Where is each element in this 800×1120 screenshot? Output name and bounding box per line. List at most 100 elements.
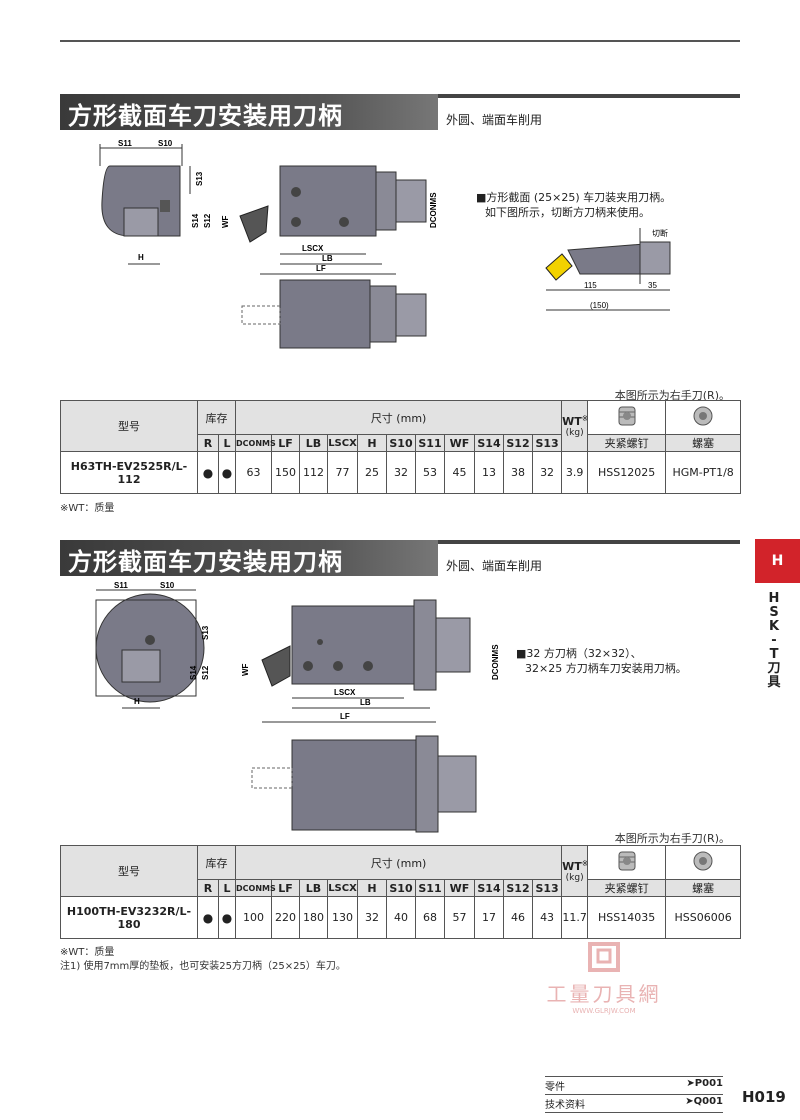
section1-spec-table: 型号 库存 尺寸 (mm) WT※(kg) R L DCONMS LF LB L… — [60, 400, 742, 494]
section2-caption: 本图所示为右手刀(R)。 — [614, 832, 730, 845]
section1-note-line: ■方形截面 (25×25) 车刀装夹用刀柄。 — [476, 191, 672, 204]
val-s14: 17 — [474, 896, 504, 939]
s13-label: S13 — [195, 171, 204, 186]
val-h: 25 — [357, 451, 387, 494]
val-wt: 11.7 — [561, 896, 589, 939]
plug-image — [665, 845, 742, 880]
val-s14: 13 — [474, 451, 504, 494]
cut-off-drawing: 切断 115 35 (150) — [545, 228, 671, 311]
chapter-tab[interactable]: H — [755, 539, 800, 583]
val-s11: 53 — [415, 451, 445, 494]
col-s13: S13 — [531, 434, 563, 452]
section1-note: ■方形截面 (25×25) 车刀装夹用刀柄。 如下图所示，切断方刀柄来使用。 — [476, 190, 671, 220]
section2-drawing: S11 S10 S13 S14 S12 H WF DCONMS LSCX LB … — [95, 581, 500, 833]
val-dconms: 100 — [235, 896, 272, 939]
section2-title-rule — [438, 540, 740, 544]
val-h: 32 — [357, 896, 387, 939]
wt-header: WT※(kg) — [561, 845, 589, 897]
footnote: ※WT：质量 — [60, 947, 115, 958]
val-wt: 3.9 — [561, 451, 589, 494]
col-s12: S12 — [503, 879, 533, 897]
col-s12: S12 — [503, 434, 533, 452]
val-lb: 112 — [299, 451, 328, 494]
col-lb: LB — [299, 879, 328, 897]
s14-label: S14 — [189, 665, 198, 680]
clamp-header: 夹紧螺钉 — [587, 879, 667, 897]
col-lb: LB — [299, 434, 328, 452]
s14-label: S14 — [191, 213, 200, 228]
section2-note-line: 32×25 方刀柄车刀安装用刀柄。 — [525, 662, 687, 675]
col-dconms: DCONMS — [235, 879, 276, 897]
val-s12: 46 — [503, 896, 533, 939]
section1-title: 方形截面车刀安装用刀柄 — [68, 102, 343, 130]
section2-footnotes: ※WT：质量 注1) 使用7mm厚的垫板，也可安装25方刀柄（25×25）车刀。 — [60, 946, 346, 974]
model-cell: H63TH-EV2525R/L-112 — [60, 451, 198, 494]
stock-l: ● — [218, 896, 236, 939]
section2-title: 方形截面车刀安装用刀柄 — [68, 548, 343, 576]
dim-header: 尺寸 (mm) — [234, 400, 563, 435]
stock-r: ● — [197, 896, 219, 939]
val-s10: 32 — [386, 451, 416, 494]
val-wf: 57 — [444, 896, 475, 939]
col-s14: S14 — [474, 434, 504, 452]
col-h: H — [357, 434, 387, 452]
section1-title-rule — [438, 94, 740, 98]
table-row: H63TH-EV2525R/L-112 ● ● 63 150 112 77 25… — [60, 451, 742, 494]
col-s11: S11 — [415, 434, 445, 452]
clamp-header: 夹紧螺钉 — [587, 434, 667, 452]
reference-list: 零件➤P001 技术资料➤Q001 — [545, 1076, 723, 1113]
col-l: L — [218, 434, 236, 452]
s12-label: S12 — [201, 665, 210, 680]
s10-label: S10 — [158, 139, 173, 148]
watermark-logo-icon — [588, 942, 620, 972]
dim-150: (150) — [590, 301, 609, 310]
dim-115: 115 — [584, 281, 597, 290]
s13-label: S13 — [201, 625, 210, 640]
page-number: H019 — [742, 1088, 786, 1106]
col-l: L — [218, 879, 236, 897]
val-s10: 40 — [386, 896, 416, 939]
section1-footnote: ※WT：质量 — [60, 503, 115, 514]
stock-r: ● — [197, 451, 219, 494]
val-s12: 38 — [503, 451, 533, 494]
col-dconms: DCONMS — [235, 434, 276, 452]
col-s10: S10 — [386, 434, 416, 452]
lb-label: LB — [360, 698, 371, 707]
section2-note: ■32 方刀柄（32×32）、 32×25 方刀柄车刀安装用刀柄。 — [516, 646, 687, 676]
cut-label: 切断 — [652, 228, 668, 238]
plug-image — [665, 400, 742, 435]
col-s14: S14 — [474, 879, 504, 897]
section1-drawing: S11 S10 S13 S14 S12 H WF DCONMS LSCX LB … — [99, 139, 438, 349]
ref-parts[interactable]: 零件➤P001 — [545, 1076, 723, 1093]
section2-title-bar: 方形截面车刀安装用刀柄 — [60, 540, 438, 576]
h-label: H — [138, 253, 144, 262]
watermark-url: WWW.GLRJW.COM — [572, 1007, 636, 1015]
wf-label: WF — [241, 663, 250, 676]
val-s11: 68 — [415, 896, 445, 939]
stock-l: ● — [218, 451, 236, 494]
clamp-screw-image — [587, 400, 667, 435]
section1-caption: 本图所示为右手刀(R)。 — [614, 389, 730, 402]
h-label: H — [134, 697, 140, 706]
col-r: R — [197, 879, 219, 897]
val-clamp: HSS12025 — [587, 451, 667, 494]
col-s10: S10 — [386, 879, 416, 897]
chapter-vertical-label: H S K - T 刀 具 — [767, 591, 781, 690]
col-s11: S11 — [415, 879, 445, 897]
plug-header: 螺塞 — [665, 879, 742, 897]
col-wf: WF — [444, 879, 475, 897]
section1-title-bar: 方形截面车刀安装用刀柄 — [60, 94, 438, 130]
clamp-screw-image — [587, 845, 667, 880]
s10-label: S10 — [160, 581, 175, 590]
col-lf: LF — [271, 434, 300, 452]
plug-header: 螺塞 — [665, 434, 742, 452]
dim-35: 35 — [648, 281, 657, 290]
section1-subtitle: 外圆、端面车削用 — [446, 113, 543, 127]
dconms-label: DCONMS — [491, 644, 500, 680]
lf-label: LF — [340, 712, 350, 721]
ref-technical[interactable]: 技术资料➤Q001 — [545, 1094, 723, 1113]
col-h: H — [357, 879, 387, 897]
watermark-text: 工量刀具網 — [546, 982, 662, 1006]
val-lf: 150 — [271, 451, 300, 494]
val-lscx: 77 — [327, 451, 358, 494]
